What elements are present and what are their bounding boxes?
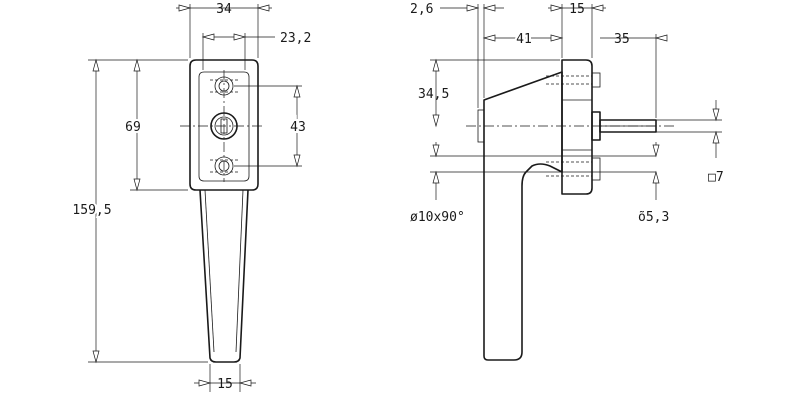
- dim-square: □7: [708, 170, 724, 185]
- dim-countersink: ø10x90°: [410, 210, 465, 225]
- handle-inner-edge-2: [235, 189, 244, 353]
- handle-inner-edge: [204, 189, 215, 353]
- dim-spindle-length: 35: [614, 32, 630, 47]
- side-dimensions: 2,6 15 41 35 34,5 ø10x90°: [410, 2, 724, 225]
- handle-lever: [199, 189, 249, 363]
- dim-offset: 34,5: [418, 87, 449, 102]
- dim-width-top: 34: [216, 2, 232, 17]
- side-screw-bottom-icon: [546, 157, 601, 181]
- base-plate-inner: [198, 71, 250, 182]
- side-screw-top-icon: [546, 72, 601, 88]
- dim-tip-width: 15: [217, 377, 233, 392]
- front-view: [180, 59, 262, 363]
- dim-hole-pitch: 43: [290, 120, 306, 135]
- dim-base-depth: 15: [569, 2, 585, 17]
- dim-flange-thickness: 2,6: [410, 2, 433, 17]
- base-plate-outline: [189, 59, 259, 191]
- dim-width-body: 23,2: [280, 31, 311, 46]
- dim-body-depth: 41: [516, 32, 532, 47]
- side-view: [466, 59, 676, 361]
- handle-side-body: [483, 71, 563, 361]
- dim-height-base: 69: [125, 120, 141, 135]
- front-dimensions: 34 23,2 159,5 69 43 15: [70, 2, 311, 392]
- dim-total-length: 159,5: [72, 203, 111, 218]
- base-block: [561, 59, 593, 195]
- dim-hole-dia: õ5,3: [638, 210, 669, 225]
